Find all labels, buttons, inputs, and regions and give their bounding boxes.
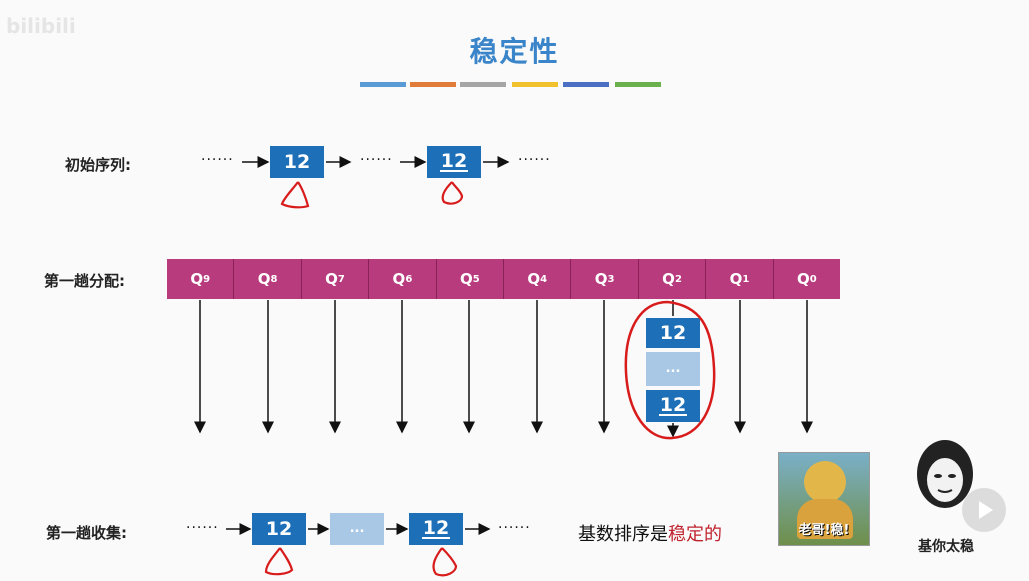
meme-sticker-image: 老哥!稳! bbox=[778, 452, 870, 546]
sticker-text: 老哥!稳! bbox=[798, 523, 850, 538]
dots: ······ bbox=[186, 520, 219, 536]
dots: ······ bbox=[498, 520, 531, 536]
initial-sequence-label: 初始序列: bbox=[65, 156, 131, 174]
element-value: 12 bbox=[421, 517, 451, 539]
red-mark bbox=[441, 181, 464, 205]
character-head bbox=[804, 461, 846, 503]
color-bar-3 bbox=[460, 82, 506, 87]
red-circle bbox=[624, 300, 716, 440]
stack-mid-box: ... bbox=[646, 352, 700, 386]
color-bar-2 bbox=[410, 82, 456, 87]
collected-box-mid: ... bbox=[330, 513, 384, 545]
conclusion-highlight: 稳定的 bbox=[668, 524, 722, 545]
element-value: 12 bbox=[439, 150, 469, 172]
collected-box-2: 12 bbox=[409, 513, 463, 545]
conclusion-prefix: 基数排序是 bbox=[578, 524, 668, 545]
color-bar-4 bbox=[512, 82, 558, 87]
element-value: 12 bbox=[658, 394, 688, 416]
dots: ······ bbox=[360, 152, 393, 168]
element-box-underlined: 12 bbox=[427, 146, 481, 178]
first-pass-distribution-label: 第一趟分配: bbox=[44, 272, 125, 290]
bilibili-watermark: bilibili bbox=[6, 14, 76, 38]
color-bar-1 bbox=[360, 82, 406, 87]
conclusion-text: 基数排序是稳定的 bbox=[578, 520, 722, 546]
dots: ······ bbox=[518, 152, 551, 168]
red-mark bbox=[264, 547, 294, 576]
stack-bottom-box: 12 bbox=[646, 390, 700, 422]
element-box: 12 bbox=[270, 146, 324, 178]
dots: ······ bbox=[201, 152, 234, 168]
face-sticker-image bbox=[912, 438, 978, 510]
stack-top-box: 12 bbox=[646, 318, 700, 348]
character-body bbox=[797, 499, 853, 539]
color-bar-5 bbox=[563, 82, 609, 87]
first-pass-collection-label: 第一趟收集: bbox=[46, 524, 127, 542]
page-title: 稳定性 bbox=[469, 35, 560, 68]
collected-box-1: 12 bbox=[252, 513, 306, 545]
red-mark bbox=[432, 547, 458, 577]
play-icon[interactable] bbox=[962, 488, 1006, 532]
face-caption: 基你太稳 bbox=[918, 539, 974, 555]
color-bar-6 bbox=[615, 82, 661, 87]
red-mark bbox=[280, 181, 310, 209]
